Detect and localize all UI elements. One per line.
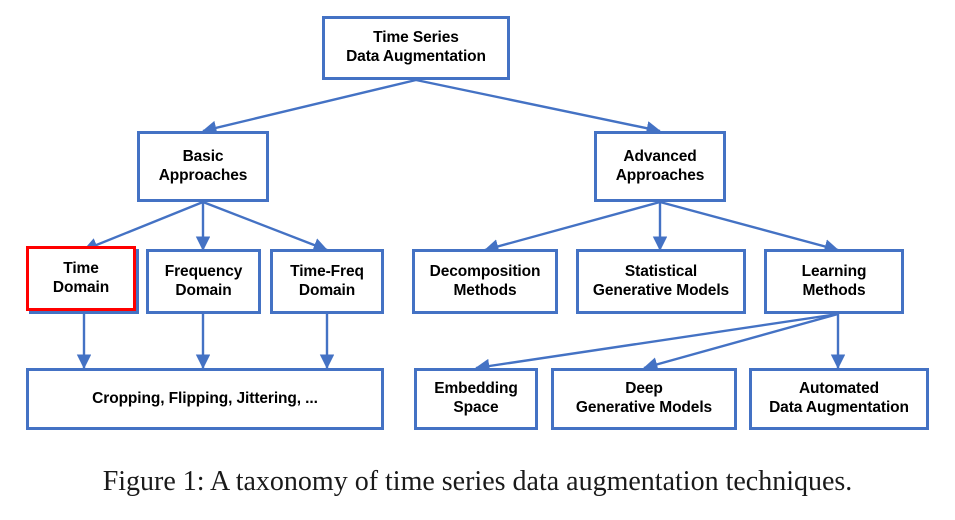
- edge-basic-to-time-freq-domain: [202, 200, 328, 252]
- node-automated-data-augmentation[interactable]: Automated Data Augmentation: [749, 368, 929, 430]
- figure-caption: Figure 1: A taxonomy of time series data…: [102, 466, 853, 497]
- edge-root-to-advanced: [415, 78, 661, 136]
- edge-basic-to-time-domain: [83, 200, 204, 252]
- node-time-domain[interactable]: Time Domain: [26, 246, 136, 311]
- node-label: Deep Generative Models: [575, 380, 713, 416]
- node-deep-generative-models[interactable]: Deep Generative Models: [551, 368, 737, 430]
- node-label: Frequency Domain: [164, 262, 243, 299]
- node-advanced-approaches[interactable]: Advanced Approaches: [594, 131, 726, 202]
- node-label: Embedding Space: [434, 380, 518, 416]
- node-time-freq-domain[interactable]: Time-Freq Domain: [270, 249, 384, 314]
- node-label: Statistical Generative Models: [592, 262, 730, 299]
- node-label: Basic Approaches: [158, 147, 248, 184]
- node-basic-leaf-methods[interactable]: Cropping, Flipping, Jittering, ...: [26, 368, 384, 430]
- node-label: Time Series Data Augmentation: [346, 29, 486, 65]
- node-label: Learning Methods: [801, 262, 867, 299]
- node-time-series-data-augmentation[interactable]: Time Series Data Augmentation: [322, 16, 510, 80]
- node-label: Time Domain: [52, 259, 110, 296]
- node-label: Cropping, Flipping, Jittering, ...: [92, 389, 318, 407]
- edge-advanced-to-learning: [659, 200, 839, 254]
- edge-learning-to-deep-generative: [643, 312, 839, 372]
- edge-advanced-to-decomposition: [484, 200, 661, 254]
- node-label: Time-Freq Domain: [290, 262, 364, 299]
- node-basic-approaches[interactable]: Basic Approaches: [137, 131, 269, 202]
- node-label: Decomposition Methods: [429, 262, 541, 299]
- edge-root-to-basic: [202, 78, 417, 135]
- node-statistical-generative-models[interactable]: Statistical Generative Models: [576, 249, 746, 314]
- edge-learning-to-embedding: [475, 312, 839, 374]
- node-label: Automated Data Augmentation: [769, 380, 909, 416]
- node-embedding-space[interactable]: Embedding Space: [414, 368, 538, 430]
- node-learning-methods[interactable]: Learning Methods: [764, 249, 904, 314]
- node-frequency-domain[interactable]: Frequency Domain: [146, 249, 261, 314]
- node-decomposition-methods[interactable]: Decomposition Methods: [412, 249, 558, 314]
- node-label: Advanced Approaches: [615, 147, 705, 184]
